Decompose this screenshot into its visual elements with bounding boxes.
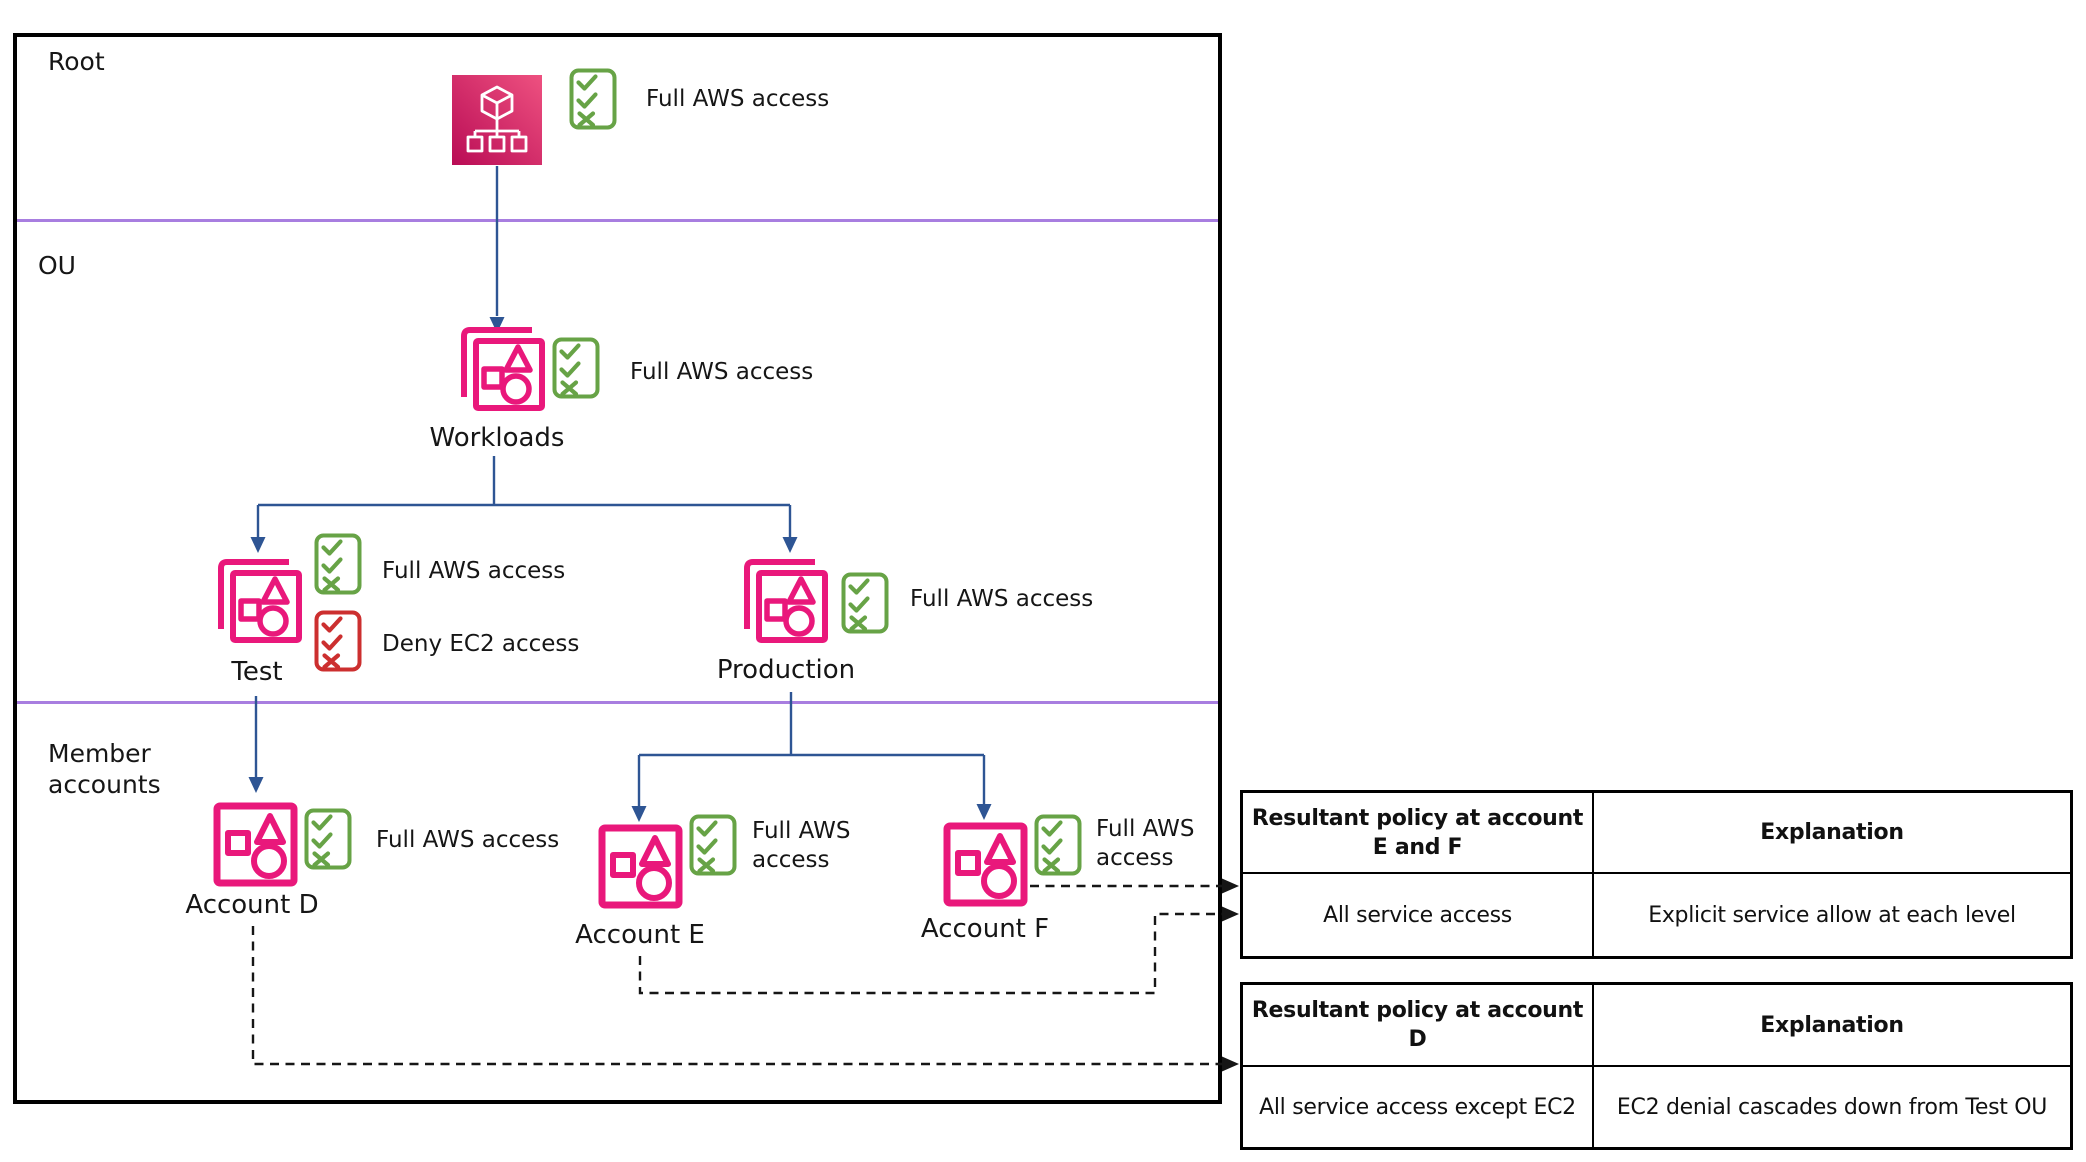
test-label: Test xyxy=(231,657,283,687)
account-f-policy-label: Full AWS access xyxy=(1096,816,1195,871)
workloads-policy-label: Full AWS access xyxy=(630,359,814,385)
section-label-member-accounts: Member accounts xyxy=(48,739,161,799)
ou-icon-workloads xyxy=(455,321,548,414)
allow-policy-checklist-icon xyxy=(314,533,362,595)
root-policy-label: Full AWS access xyxy=(646,86,830,112)
production-label: Production xyxy=(716,655,856,685)
account-f-label: Account F xyxy=(920,914,1050,944)
workloads-label: Workloads xyxy=(429,423,565,453)
production-policy-label: Full AWS access xyxy=(910,586,1094,612)
account-d-policy-label: Full AWS access xyxy=(376,827,560,853)
allow-policy-checklist-icon xyxy=(689,814,737,876)
account-e-label: Account E xyxy=(575,920,705,950)
ou-member-separator xyxy=(17,701,1218,704)
allow-policy-checklist-icon xyxy=(569,68,617,130)
allow-policy-checklist-icon xyxy=(304,808,352,870)
aws-organizations-icon xyxy=(452,75,542,165)
allow-policy-checklist-icon xyxy=(1034,814,1082,876)
section-label-root: Root xyxy=(48,47,105,76)
resultant-policy-table-d: Resultant policy at account D Explanatio… xyxy=(1240,982,2073,1150)
allow-policy-checklist-icon xyxy=(552,337,600,399)
section-label-ou: OU xyxy=(38,251,76,280)
ou-icon-production xyxy=(738,553,831,646)
ou-icon-test xyxy=(212,553,305,646)
allow-policy-checklist-icon xyxy=(841,572,889,634)
table-ef-header-explanation: Explanation xyxy=(1593,792,2071,873)
test-allow-policy-label: Full AWS access xyxy=(382,558,566,584)
resultant-policy-table-ef: Resultant policy at account E and F Expl… xyxy=(1240,790,2073,959)
table-d-header-policy: Resultant policy at account D xyxy=(1242,984,1593,1066)
table-d-header-explanation: Explanation xyxy=(1593,984,2071,1066)
account-icon-d xyxy=(213,802,298,887)
root-ou-separator xyxy=(17,219,1218,222)
account-icon-f xyxy=(943,822,1028,907)
table-ef-policy-value: All service access xyxy=(1242,873,1593,957)
test-deny-policy-label: Deny EC2 access xyxy=(382,631,580,657)
black-arrowheads xyxy=(1222,878,1239,1072)
account-d-label: Account D xyxy=(185,890,319,920)
account-e-policy-label: Full AWS access xyxy=(752,818,851,873)
table-ef-header-policy: Resultant policy at account E and F xyxy=(1242,792,1593,873)
organization-boundary-box xyxy=(13,33,1222,1104)
account-icon-e xyxy=(598,824,683,909)
table-d-policy-value: All service access except EC2 xyxy=(1242,1066,1593,1148)
table-ef-explanation-value: Explicit service allow at each level xyxy=(1593,873,2071,957)
table-d-explanation-value: EC2 denial cascades down from Test OU xyxy=(1593,1066,2071,1148)
